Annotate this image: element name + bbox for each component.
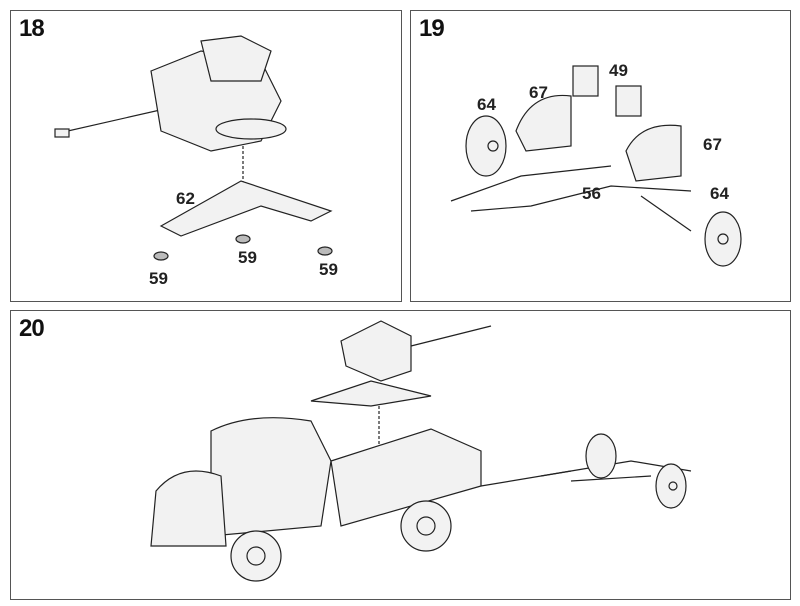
part-label-64: 64 xyxy=(710,184,729,203)
part-label-49: 49 xyxy=(609,61,628,80)
step-number: 18 xyxy=(19,15,45,42)
step-20-panel: 20 xyxy=(10,310,791,600)
trailer-assembly-drawing xyxy=(450,65,742,267)
gun-mount-assembly-drawing xyxy=(54,35,333,261)
truck-with-gun-and-trailer-drawing xyxy=(150,320,692,582)
step-18-panel: 18 62 59 59 59 xyxy=(10,10,402,302)
part-label-59: 59 xyxy=(319,260,338,279)
step-19-panel: 19 49 67 64 67 56 64 xyxy=(410,10,791,302)
part-label-56: 56 xyxy=(582,184,601,203)
part-label-62: 62 xyxy=(176,189,195,208)
part-label-59: 59 xyxy=(238,248,257,267)
step-number: 20 xyxy=(19,315,45,342)
part-label-67: 67 xyxy=(703,135,722,154)
part-label-59: 59 xyxy=(149,269,168,288)
part-label-64: 64 xyxy=(477,95,496,114)
step-number: 19 xyxy=(419,15,445,42)
part-label-67: 67 xyxy=(529,83,548,102)
